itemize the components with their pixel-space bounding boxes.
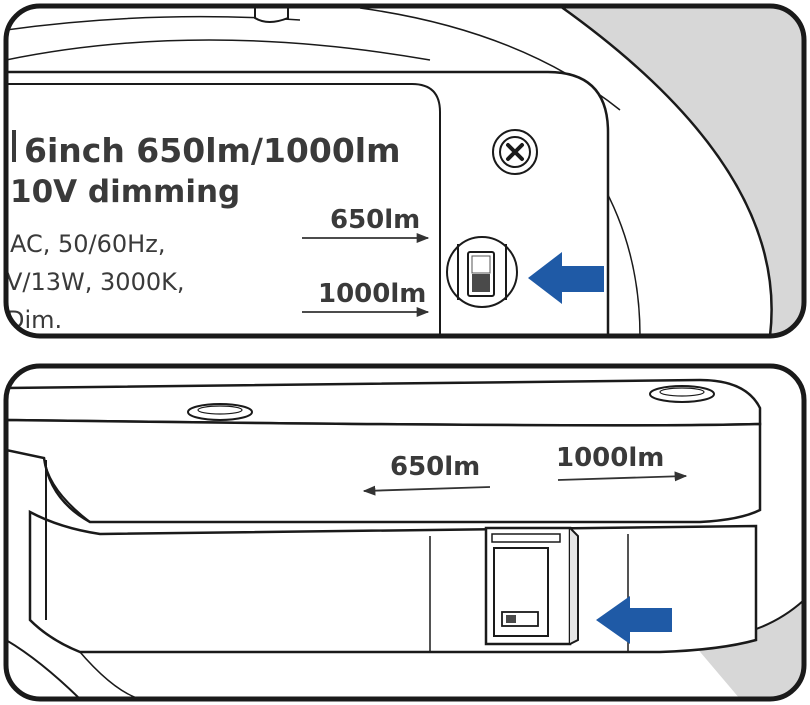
label-line-1: 6inch 650lm/1000lm (24, 131, 401, 170)
dip-switch-top[interactable] (446, 236, 518, 308)
arrow-right-1000lm (557, 471, 688, 482)
blue-arrow-bottom-icon (596, 596, 672, 644)
label-line-4: V/13W, 3000K, (6, 268, 184, 296)
box-front-face (6, 418, 762, 524)
fixture-shade (560, 6, 804, 336)
arrow-left-650lm (362, 485, 491, 496)
switch-label-650lm: 650lm (330, 205, 420, 235)
blue-arrow-top-icon (528, 252, 604, 304)
label-line-5: Dim. (6, 306, 62, 334)
fixture-base-shade (690, 600, 804, 699)
label-1000lm-bottom: 1000lm (556, 443, 664, 473)
label-line-2: 10V dimming (10, 174, 240, 210)
switch-label-1000lm: 1000lm (318, 279, 426, 309)
bottom-panel: 650lm 1000lm (3, 363, 807, 702)
label-sticker (6, 83, 441, 336)
label-line-3: AC, 50/60Hz, (10, 230, 165, 258)
top-panel: 6inch 650lm/1000lm 10V dimming AC, 50/60… (3, 3, 807, 339)
dip-switch-bottom[interactable] (501, 611, 539, 627)
screw-icon (492, 129, 538, 175)
label-650lm-bottom: 650lm (390, 452, 480, 482)
box-top-face (6, 378, 762, 427)
label-text: 6inch 650lm/1000lm 10V dimming AC, 50/60… (6, 130, 401, 334)
